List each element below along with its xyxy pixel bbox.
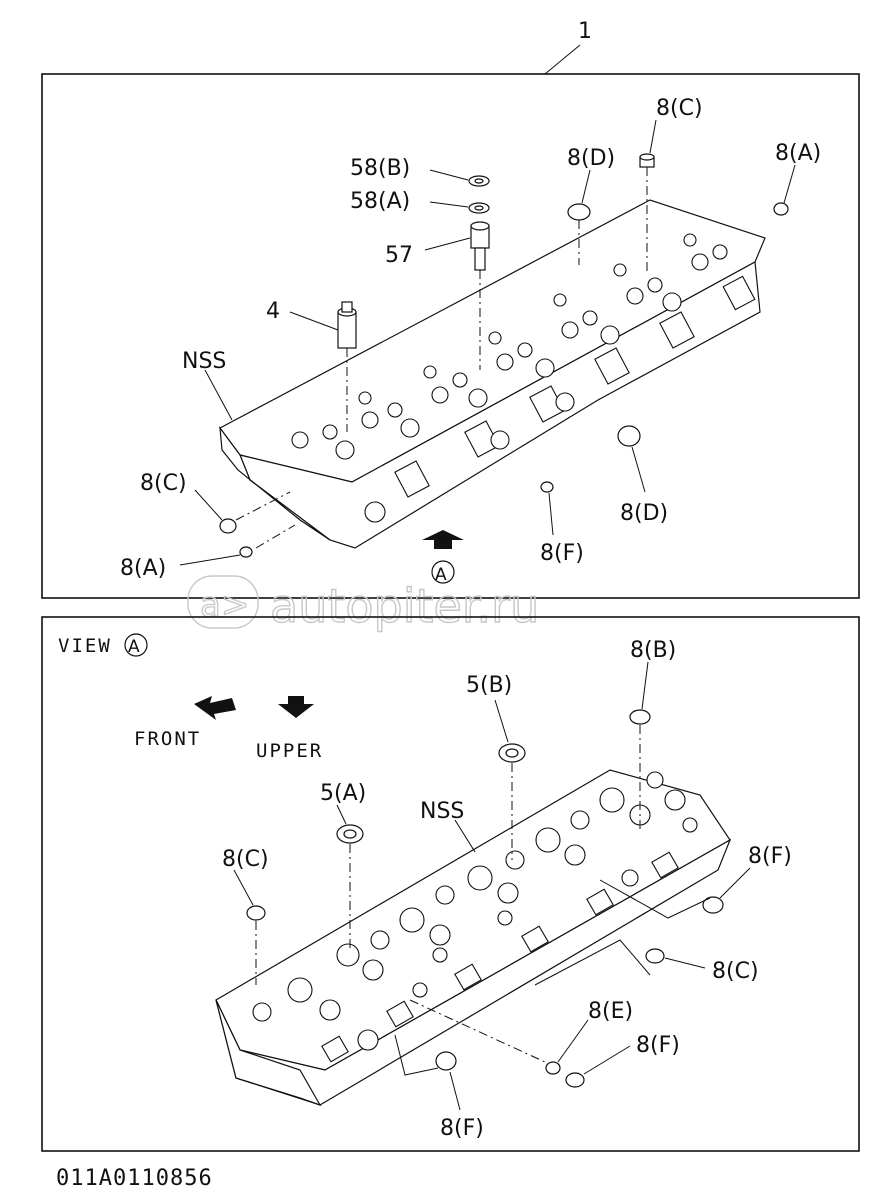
leader-8d-right (631, 446, 646, 493)
leader-8f (548, 492, 554, 536)
plug-8d-right (617, 425, 641, 447)
bottom-view-frame (41, 616, 860, 1152)
plug-8e (545, 1061, 561, 1075)
label-8e: 8(E) (588, 999, 633, 1024)
view-a-marker: A (435, 565, 447, 585)
install-line-8e (409, 999, 546, 1063)
head-deck-ports (321, 851, 679, 1063)
plug-8c-left (219, 518, 237, 534)
cylinder-head-top (219, 199, 766, 549)
label-8f-bottom: 8(F) (440, 1116, 484, 1141)
leader-5b (494, 699, 509, 743)
watermark: a> autopiter.ru (187, 575, 540, 634)
footer-code: 011A0110856 (56, 1166, 213, 1191)
leader-57 (424, 237, 471, 251)
head-deck-face (215, 769, 731, 1071)
leader-8c-left (233, 869, 254, 906)
watermark-text: autopiter.ru (270, 579, 539, 633)
seal-5a (336, 824, 364, 844)
plug-8f (540, 481, 554, 493)
injector-sleeve-57 (470, 221, 490, 271)
svg-text:a>: a> (200, 585, 249, 625)
upper-arrow-icon (278, 696, 314, 718)
leader-8f-right-bracket (599, 879, 711, 919)
leader-4 (289, 311, 339, 331)
leader-8f-right (719, 867, 751, 899)
leader-8b (641, 661, 649, 710)
dowel-4 (337, 301, 357, 349)
upper-label: UPPER (256, 740, 323, 762)
leader-8f-bottom (449, 1071, 461, 1111)
assembly-ref-number: 1 (578, 19, 592, 44)
head-front-end (219, 425, 331, 541)
view-a-circle (431, 560, 455, 584)
label-8d-top: 8(D) (567, 146, 615, 171)
view-title-circle (124, 633, 148, 657)
cylinder-head-bottom (215, 769, 732, 1107)
label-nss-top: NSS (182, 349, 226, 374)
leader-8f-bottom-bracket (394, 1034, 439, 1076)
leader-8c-top (649, 119, 657, 154)
plug-8c-right (645, 948, 665, 964)
label-8c-left: 8(C) (140, 471, 187, 496)
plug-8f-lower (565, 1072, 585, 1088)
leader-8e (557, 1019, 589, 1063)
top-view-frame (41, 73, 860, 599)
label-58a: 58(A) (350, 189, 410, 214)
front-arrow-icon (194, 696, 236, 720)
label-8c-right: 8(C) (712, 959, 759, 984)
leader-8c-left (194, 489, 223, 521)
label-8f-lower: 8(F) (636, 1033, 680, 1058)
plug-8c-top (639, 153, 655, 168)
leader-nss-top (204, 369, 233, 421)
label-8a-right: 8(A) (775, 141, 821, 166)
label-5b: 5(B) (466, 673, 512, 698)
leader-8a-left (179, 554, 241, 566)
plug-8f-bottom (435, 1051, 457, 1071)
plug-8a-right (773, 202, 789, 216)
leader-8d-top (581, 169, 591, 204)
washer-58a (468, 202, 490, 214)
view-title: VIEW (58, 635, 112, 657)
seal-5b (498, 743, 526, 763)
label-58b: 58(B) (350, 156, 410, 181)
install-line-8a (255, 524, 296, 549)
label-nss-bottom: NSS (420, 799, 464, 824)
washer-58b (468, 175, 490, 187)
label-8f-right: 8(F) (748, 844, 792, 869)
label-8c-left: 8(C) (222, 847, 269, 872)
front-label: FRONT (134, 728, 201, 750)
leader-8f-lower (583, 1045, 631, 1075)
head-deck-end (215, 999, 322, 1107)
plug-8c-left-bottom (246, 905, 266, 921)
leader-8c-right (664, 957, 706, 969)
leader-8a-right (783, 164, 796, 204)
leader-8c-right-bracket (534, 939, 651, 986)
leader-58b (429, 169, 469, 181)
plug-8a-left (239, 546, 253, 558)
label-8a-left: 8(A) (120, 556, 166, 581)
leader-5a (336, 804, 347, 825)
label-8f: 8(F) (540, 541, 584, 566)
label-57: 57 (385, 243, 413, 268)
label-4: 4 (266, 299, 280, 324)
assembly-ref-leader (544, 44, 581, 75)
label-5a: 5(A) (320, 781, 366, 806)
label-8d-right: 8(D) (620, 501, 668, 526)
plug-8b (629, 709, 651, 725)
plug-8f-right (702, 896, 724, 914)
view-title-marker: A (128, 637, 140, 657)
plug-8d-top (567, 203, 591, 221)
view-a-arrow (422, 530, 464, 549)
label-8c-top: 8(C) (656, 96, 703, 121)
head-ports (364, 275, 756, 523)
head-deck-holes (252, 771, 698, 1051)
leader-58a (429, 201, 469, 208)
leader-nss-bottom (454, 819, 476, 853)
head-top-holes (291, 233, 728, 460)
label-8b: 8(B) (630, 638, 676, 663)
